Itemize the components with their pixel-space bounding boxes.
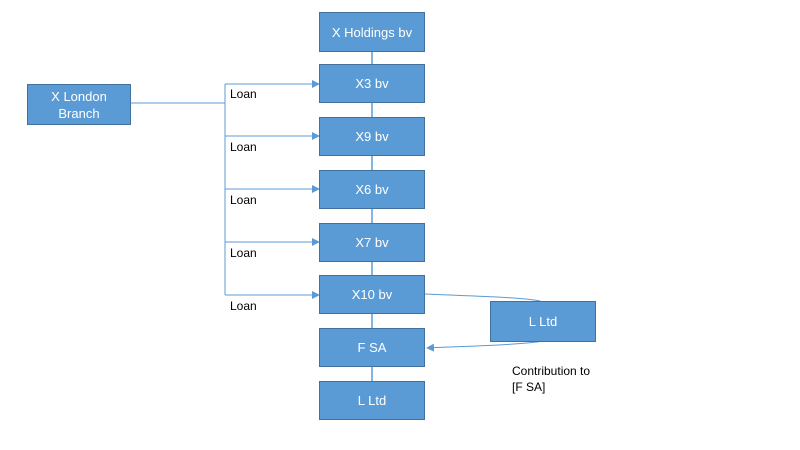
- contribution-label: Contribution to [F SA]: [512, 364, 591, 394]
- x-london-branch-label: X London Branch: [51, 88, 107, 121]
- f-sa-label: F SA: [357, 340, 387, 355]
- l-ltd-bottom-node[interactable]: L Ltd: [319, 381, 425, 420]
- loan-label-x10: Loan: [230, 299, 257, 313]
- loan-label-x3: Loan: [230, 87, 257, 101]
- loan-label-x9: Loan: [230, 140, 257, 154]
- x-london-branch-node[interactable]: X London Branch: [27, 84, 131, 125]
- x10-node[interactable]: X10 bv: [319, 275, 425, 314]
- loan-label-x7: Loan: [230, 246, 257, 260]
- x7-label: X7 bv: [355, 235, 389, 250]
- f-sa-node[interactable]: F SA: [319, 328, 425, 367]
- x9-label: X9 bv: [355, 129, 389, 144]
- x-holdings-node[interactable]: X Holdings bv: [319, 12, 425, 52]
- x3-node[interactable]: X3 bv: [319, 64, 425, 103]
- x6-label: X6 bv: [355, 182, 389, 197]
- loan-label-x6: Loan: [230, 193, 257, 207]
- x10-label: X10 bv: [351, 287, 393, 302]
- x9-node[interactable]: X9 bv: [319, 117, 425, 156]
- l-ltd-side-label: L Ltd: [528, 314, 558, 329]
- x6-node[interactable]: X6 bv: [319, 170, 425, 209]
- x3-label: X3 bv: [355, 76, 389, 91]
- x-holdings-label: X Holdings bv: [331, 24, 413, 40]
- contribution-connector: [425, 293, 544, 348]
- l-ltd-side-node[interactable]: L Ltd: [490, 301, 596, 342]
- x7-node[interactable]: X7 bv: [319, 223, 425, 262]
- l-ltd-bottom-label: L Ltd: [357, 393, 387, 408]
